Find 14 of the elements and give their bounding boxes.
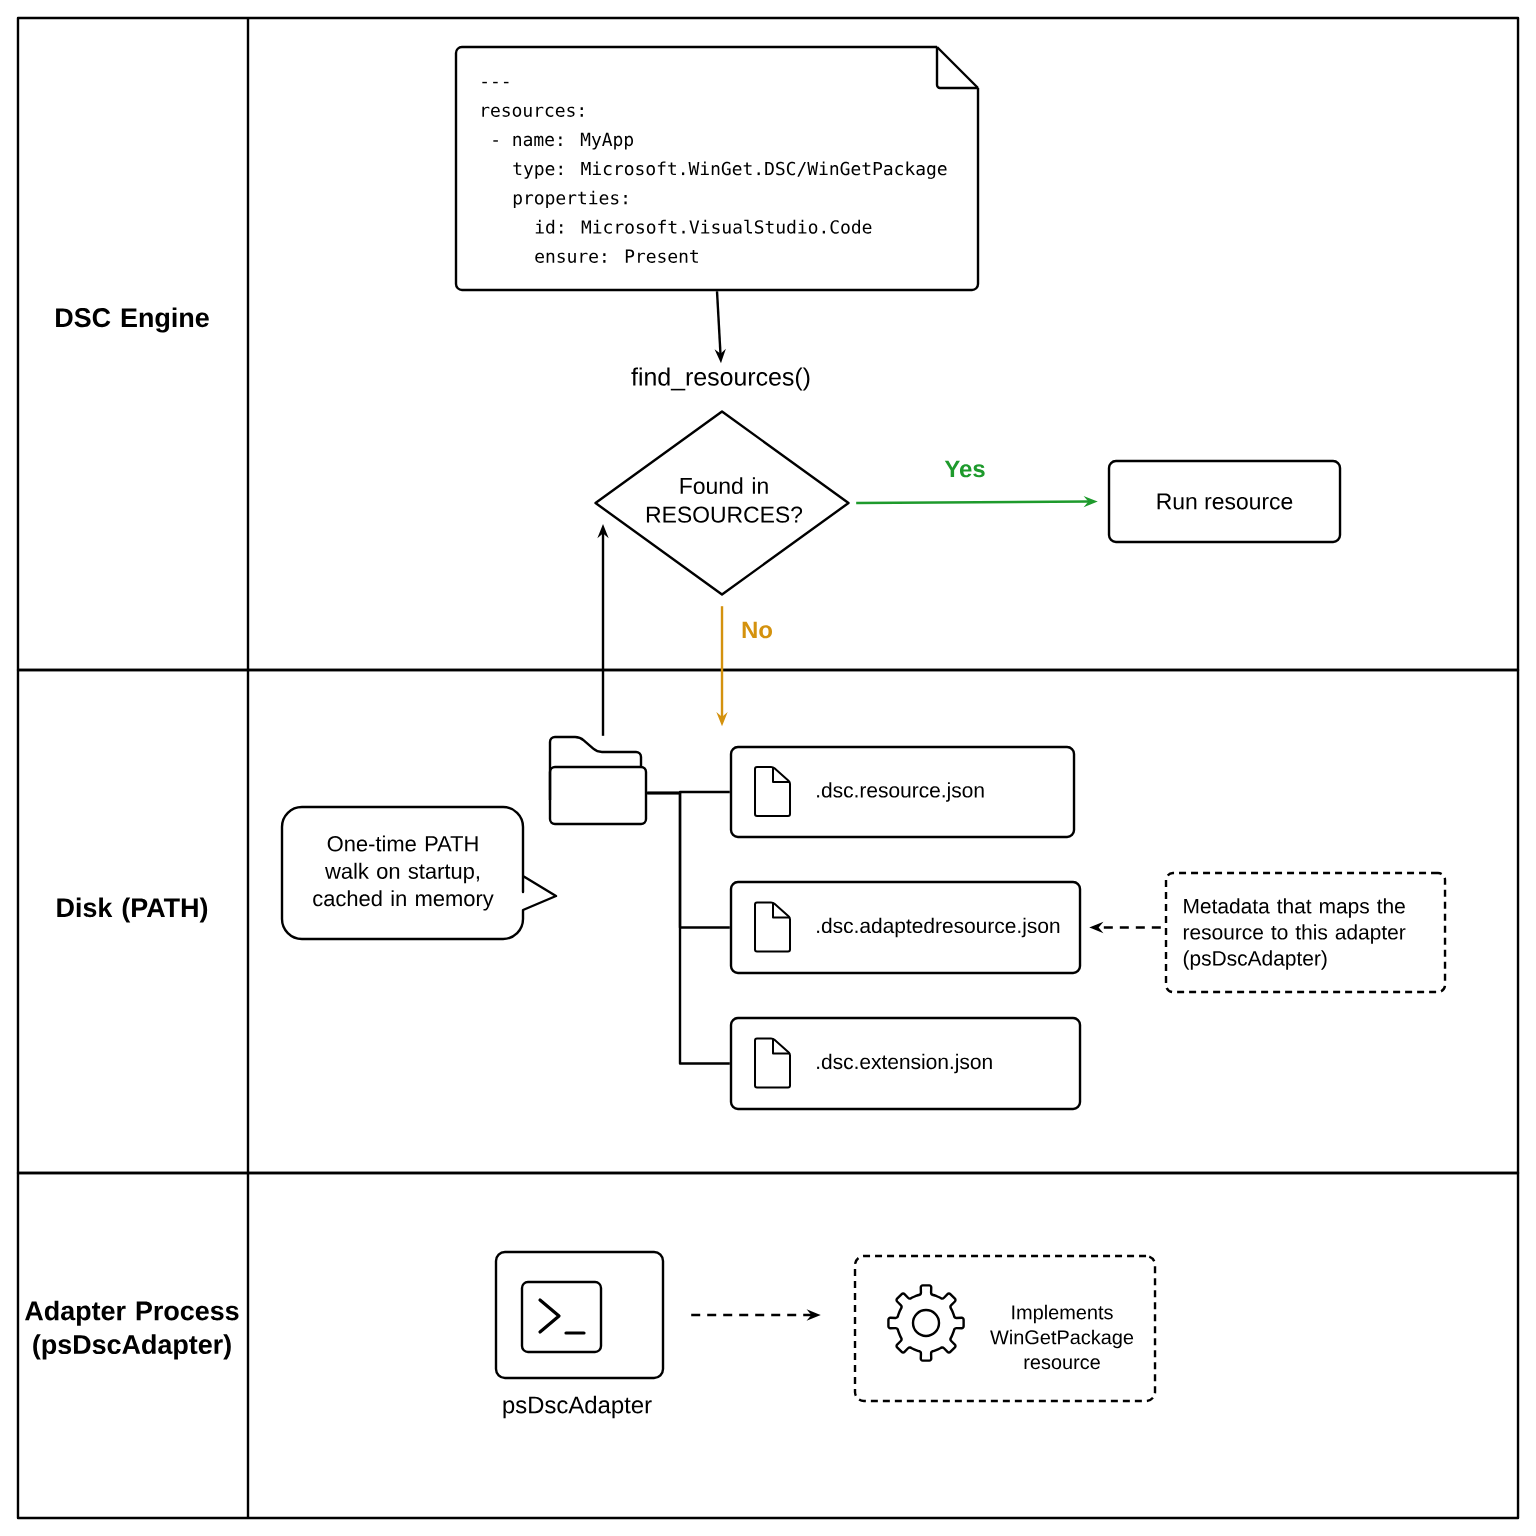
edge-label: Yes — [942, 458, 988, 480]
folder-icon — [548, 735, 648, 826]
note-box: Metadata that maps the resource to this adapter (psDscAdapter) — [1164, 871, 1447, 994]
edge-label: No — [739, 619, 775, 641]
file-box: .dsc.extension.json — [729, 1016, 1082, 1111]
function-label: find_resources() — [631, 367, 810, 391]
component-box: Implements WinGetPackage resource — [853, 1254, 1157, 1403]
speech-bubble: One-time PATH walk on startup, cached in memory — [280, 805, 558, 941]
file-box: .dsc.resource.json — [729, 745, 1076, 839]
process-box: Run resource — [1107, 459, 1342, 544]
file-box: .dsc.adaptedresource.json — [729, 880, 1082, 975]
document-card: --- resources: - name: MyApp type: Microsoft.WinGet.DSC/WinGetPackage properties: id: Microsoft.VisualStudio.Code ensure: Present — [454, 45, 980, 292]
node-label: psDscAdapter — [503, 1395, 652, 1419]
terminal-box: psDscAdapter — [494, 1250, 665, 1419]
